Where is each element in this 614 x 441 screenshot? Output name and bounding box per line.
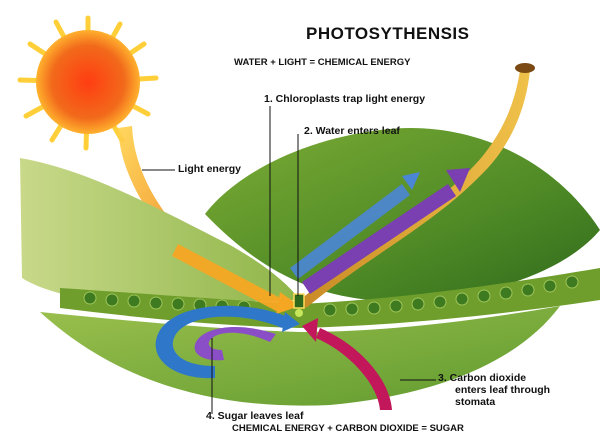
equation-bottom: CHEMICAL ENERGY + CARBON DIOXIDE = SUGAR xyxy=(232,423,464,434)
label-step1: 1. Chloroplasts trap light energy xyxy=(264,93,425,105)
chloroplast-icon xyxy=(294,294,304,317)
label-light-energy: Light energy xyxy=(178,163,241,175)
equation-top: WATER + LIGHT = CHEMICAL ENERGY xyxy=(234,57,410,68)
label-step2: 2. Water enters leaf xyxy=(304,125,400,137)
page-title: PHOTOSYTHENSIS xyxy=(306,24,470,44)
stem-opening xyxy=(515,63,535,73)
label-step3: 3. Carbon dioxide enters leaf through st… xyxy=(438,372,608,408)
label-step3-line1: 3. Carbon dioxide xyxy=(438,372,608,384)
label-step3-line3: stomata xyxy=(438,396,608,408)
label-step3-line2: enters leaf through xyxy=(438,384,608,396)
sun-icon xyxy=(20,18,156,148)
label-step4: 4. Sugar leaves leaf xyxy=(206,410,303,422)
